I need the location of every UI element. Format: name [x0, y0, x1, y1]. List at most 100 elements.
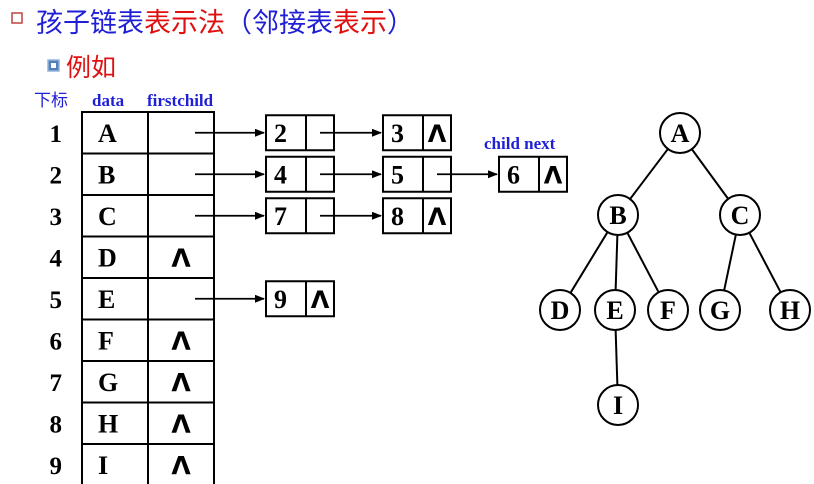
child-node-box	[265, 280, 335, 318]
row-index: 6	[50, 328, 63, 355]
data-cell-text: B	[98, 160, 115, 189]
null-pointer: Λ	[311, 286, 330, 314]
child-value: 4	[274, 160, 287, 189]
table-row: 7 G Λ	[50, 360, 215, 404]
null-pointer: Λ	[171, 368, 191, 397]
null-pointer: Λ	[428, 120, 447, 148]
row-index: 5	[50, 287, 63, 314]
child-node: 2	[265, 114, 382, 152]
next-label: next	[524, 134, 556, 153]
child-node-box	[498, 155, 568, 193]
tree-node-label: I	[613, 391, 623, 420]
index-header: 下标	[34, 91, 68, 111]
child-node-box	[382, 114, 452, 152]
data-cell-text: H	[98, 409, 118, 438]
tree-node-circle	[659, 112, 701, 154]
data-cell-text: D	[98, 243, 117, 272]
null-pointer: Λ	[428, 203, 447, 231]
tree-node: B	[597, 194, 639, 236]
child-label: child	[484, 134, 520, 153]
row-index: 4	[50, 245, 63, 272]
child-value: 9	[274, 285, 287, 314]
child-value: 6	[507, 160, 520, 189]
tree-node-circle	[597, 194, 639, 236]
tree-node-label: F	[660, 296, 676, 325]
tree-node: C	[719, 194, 761, 236]
data-cell-text: G	[98, 368, 118, 397]
tree-node-label: G	[710, 296, 730, 325]
row-index: 7	[50, 370, 63, 397]
row-index: 8	[50, 411, 63, 438]
tree-node: I	[597, 384, 639, 426]
tree-edge	[723, 234, 737, 291]
row-index: 3	[50, 204, 63, 231]
child-node: 5	[382, 155, 498, 193]
child-value: 7	[274, 202, 287, 231]
heading-part-red-1: 表示法	[144, 8, 225, 39]
tree-edge	[691, 148, 729, 200]
null-pointer: Λ	[544, 161, 563, 189]
tree-node: H	[769, 289, 811, 331]
heading: 孩子链表表示法（邻接表表示）	[36, 8, 414, 39]
child-value: 5	[391, 160, 404, 189]
tree-node-label: E	[606, 296, 623, 325]
tree-node-circle	[719, 194, 761, 236]
heading-part-blue-3: ）	[387, 8, 414, 39]
tree-node-label: A	[671, 119, 690, 148]
tree-node-label: D	[551, 296, 570, 325]
tree-node: G	[699, 289, 741, 331]
tree-node-circle	[597, 384, 639, 426]
tree-node: D	[539, 289, 581, 331]
firstchild-cell	[147, 443, 215, 484]
tree-edge	[569, 231, 609, 294]
data-cell-text: C	[98, 202, 117, 231]
tree-node-circle	[699, 289, 741, 331]
tree-node: E	[594, 289, 636, 331]
child-value: 3	[391, 119, 404, 148]
heading-bullet-icon	[11, 12, 23, 24]
heading-part-blue-2: （邻接表	[225, 8, 333, 39]
null-pointer: Λ	[171, 326, 191, 355]
data-header: data	[92, 91, 125, 110]
child-node: 7	[265, 197, 382, 235]
child-next-label: child next	[484, 134, 556, 153]
data-cell-text: E	[98, 285, 115, 314]
tree-node-circle	[539, 289, 581, 331]
row-index: 9	[50, 453, 63, 480]
row-index: 1	[50, 121, 63, 148]
subheading-bullet-inner	[51, 63, 56, 68]
data-cell-text: A	[98, 119, 117, 148]
tree-node: F	[647, 289, 689, 331]
child-node: 4	[265, 155, 382, 193]
subheading: 例如	[66, 53, 116, 82]
row-index: 2	[50, 162, 63, 189]
tree-node-label: H	[780, 296, 800, 325]
tree-edge	[629, 148, 669, 200]
tree-node-circle	[647, 289, 689, 331]
heading-part-blue-1: 孩子链表	[36, 8, 144, 39]
tree-edge	[748, 232, 782, 293]
tree-node-label: B	[609, 201, 626, 230]
tree-edge	[614, 329, 619, 386]
data-cell	[81, 443, 149, 484]
child-node-box	[382, 197, 452, 235]
tree-node-label: C	[731, 201, 750, 230]
